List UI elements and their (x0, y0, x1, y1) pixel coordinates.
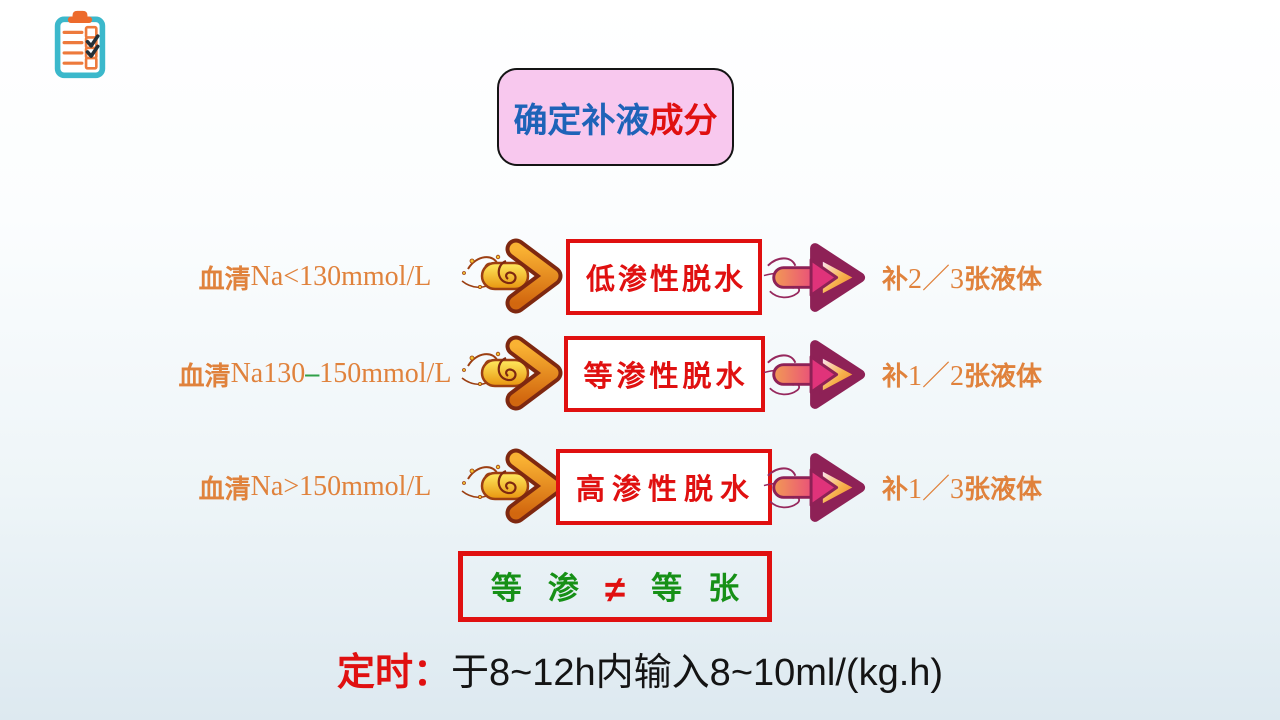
conclusion-box: 等渗≠等张 (458, 551, 772, 622)
dehydration-box: 低渗性脱水 (566, 239, 763, 315)
footer-note: 定时：于8~12h内输入8~10ml/(kg.h) (0, 641, 1280, 696)
serum-bold: 血清 (198, 263, 251, 294)
magenta-swirl-right-arrow-icon (763, 340, 866, 409)
gold-swirl-right-arrow-icon (461, 335, 563, 411)
footer-text: 于8~12h内输入8~10ml/(kg.h) (450, 652, 944, 694)
title-text-red: 成分 (649, 101, 718, 140)
gold-swirl-right-arrow-icon (461, 238, 563, 314)
magenta-swirl-right-arrow-icon (763, 243, 866, 312)
conclusion-right: 等张 (651, 570, 766, 606)
conclusion-left: 等渗 (490, 570, 605, 606)
magenta-swirl-right-arrow-icon (763, 453, 866, 522)
gold-swirl-right-arrow-icon (461, 448, 563, 524)
serum-bold: 血清 (198, 473, 251, 504)
title-text-blue: 确定补液 (513, 101, 650, 140)
dehydration-box: 等渗性脱水 (563, 336, 765, 412)
clipboard-checklist-icon (54, 10, 106, 79)
dehydration-box: 高渗性脱水 (556, 449, 773, 525)
not-equal-sign: ≠ (604, 568, 652, 610)
title-box: 确定补液成分 (497, 68, 734, 166)
footer-label: 定时： (336, 652, 451, 694)
serum-bold: 血清 (178, 360, 231, 391)
